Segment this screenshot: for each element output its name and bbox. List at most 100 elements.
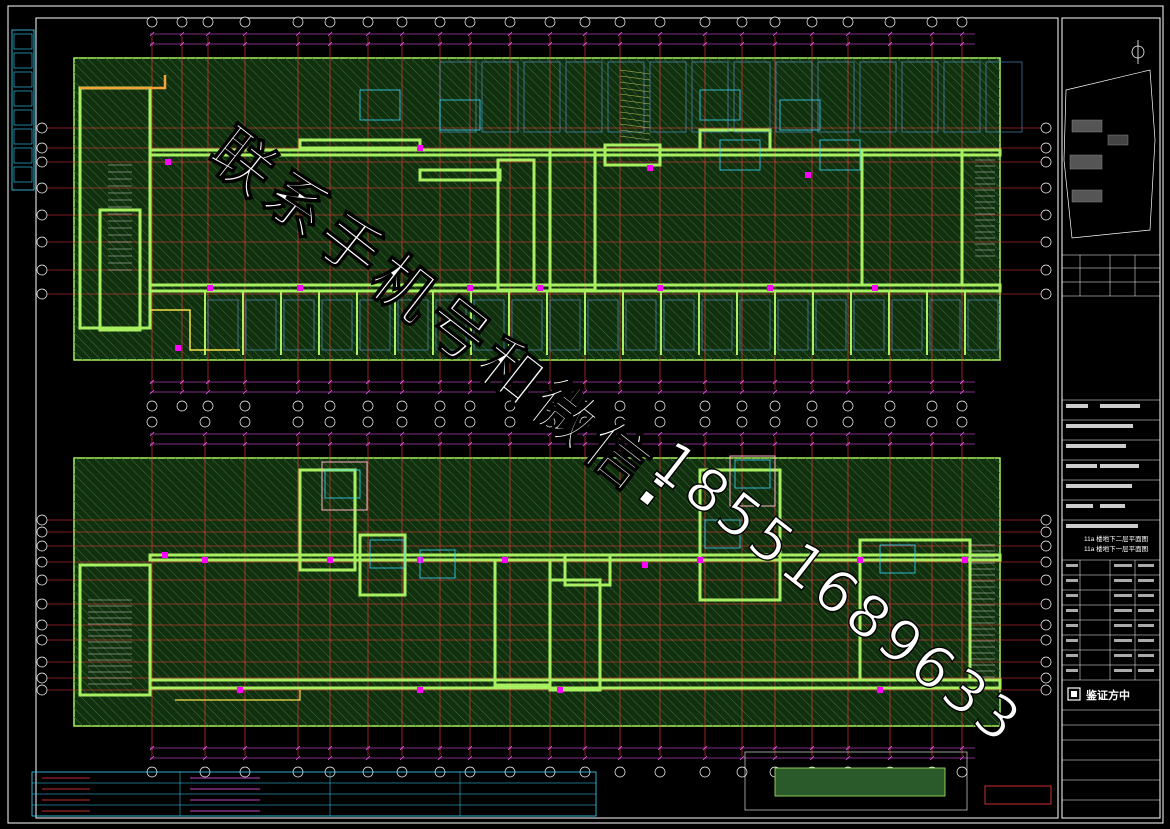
dimension-tick: [739, 441, 745, 447]
hatch-line: [77, 57, 381, 361]
dimension-tick: [929, 41, 935, 47]
axis-bubble-top: [396, 16, 408, 28]
axis-bubble-bottom: [806, 400, 818, 412]
hatch-line: [73, 536, 264, 727]
dimension-tick: [437, 431, 443, 437]
title-block-text-bar: [1114, 564, 1132, 567]
column-marker: [237, 687, 243, 693]
wall-block: [698, 128, 772, 152]
hatch-line: [410, 57, 714, 361]
axis-bubble-top: [736, 16, 748, 28]
strip-cell: [13, 128, 33, 145]
dimension-tick: [617, 41, 623, 47]
axis-bubble-right: [1040, 209, 1052, 221]
title-block-text-bar: [1066, 404, 1088, 408]
dimension-tick: [845, 745, 851, 751]
hatch-line: [73, 518, 282, 727]
strip-cell: [13, 109, 33, 126]
dimension-tick: [179, 31, 185, 37]
column-marker: [417, 145, 423, 151]
sheet-name-2: 11a 楼地下一层平面图: [1084, 544, 1148, 553]
column-marker: [537, 285, 543, 291]
hatch-line: [419, 57, 723, 361]
axis-bubble-top: [362, 416, 374, 428]
dimension-tick: [929, 441, 935, 447]
dimension-tick: [887, 745, 893, 751]
column-marker: [877, 687, 883, 693]
column-marker: [327, 557, 333, 563]
dimension-tick: [467, 431, 473, 437]
title-block-text-bar: [1100, 484, 1132, 488]
axis-bubble-top: [146, 16, 158, 28]
dimension-tick: [179, 41, 185, 47]
hatch-line: [73, 134, 300, 361]
axis-bubble-bottom: [504, 400, 516, 412]
hatch-line: [626, 57, 930, 361]
dimension-tick: [702, 379, 708, 385]
stair-tread: [619, 87, 651, 93]
column-marker: [207, 285, 213, 291]
stair-tread: [619, 99, 651, 105]
dimension-tick: [242, 745, 248, 751]
parking-space: [481, 61, 519, 133]
hatch-line: [860, 57, 1001, 198]
equipment-room: [369, 539, 406, 569]
hatch-line: [975, 457, 1001, 483]
axis-bubble-top: [736, 416, 748, 428]
dimension-tick: [467, 389, 473, 395]
axis-bubble-top: [362, 16, 374, 28]
parking-space: [511, 299, 543, 351]
dimension-tick: [507, 41, 513, 47]
hatch-line: [73, 545, 255, 727]
hatch-line: [73, 89, 345, 361]
hatch-line: [73, 242, 192, 361]
dimension-tick: [845, 431, 851, 437]
dimension-tick: [845, 31, 851, 37]
hatch-line: [896, 57, 1001, 162]
dimension-tick: [365, 31, 371, 37]
equipment-room: [779, 99, 821, 131]
axis-bubble-right: [1040, 142, 1052, 154]
axis-bubble-top: [504, 416, 516, 428]
dimension-tick: [739, 41, 745, 47]
parking-space: [473, 299, 505, 351]
dimension-tick: [657, 755, 663, 761]
dimension-tick: [929, 379, 935, 385]
hatch-line: [644, 57, 948, 361]
hatch-line: [968, 57, 1001, 90]
dimension-tick: [959, 389, 965, 395]
stair-tread: [619, 69, 651, 75]
dimension-tick: [617, 755, 623, 761]
axis-bubble-top: [654, 16, 666, 28]
hatch-line: [572, 57, 876, 361]
hatch-line: [73, 215, 219, 361]
axis-bubble-left: [36, 236, 48, 248]
dimension-tick: [242, 431, 248, 437]
hatch-line: [194, 57, 498, 361]
hatch-line: [885, 457, 1001, 573]
dimension-tick: [845, 389, 851, 395]
stair-tread: [619, 123, 651, 129]
dimension-tick: [617, 31, 623, 37]
hatch-line: [428, 57, 732, 361]
dimension-tick: [929, 745, 935, 751]
dimension-tick: [739, 379, 745, 385]
hatch-line: [338, 57, 642, 361]
wall-block: [548, 148, 597, 292]
axis-bubble-top: [806, 416, 818, 428]
hatch-line: [635, 57, 939, 361]
axis-bubble-right: [1040, 556, 1052, 568]
axis-bubble-bottom: [292, 400, 304, 412]
dimension-tick: [467, 745, 473, 751]
wall-block: [98, 208, 142, 332]
parking-space: [853, 299, 885, 351]
hatch-line: [73, 350, 84, 361]
drawing-frame: [7, 5, 1164, 824]
hatch-line: [73, 563, 237, 727]
wall-block: [418, 168, 502, 182]
upper-axis-bubbles: [36, 16, 1052, 412]
equipment-room: [439, 99, 481, 131]
axis-bubble-top: [199, 416, 211, 428]
axis-bubble-left: [36, 598, 48, 610]
dimension-tick: [365, 755, 371, 761]
